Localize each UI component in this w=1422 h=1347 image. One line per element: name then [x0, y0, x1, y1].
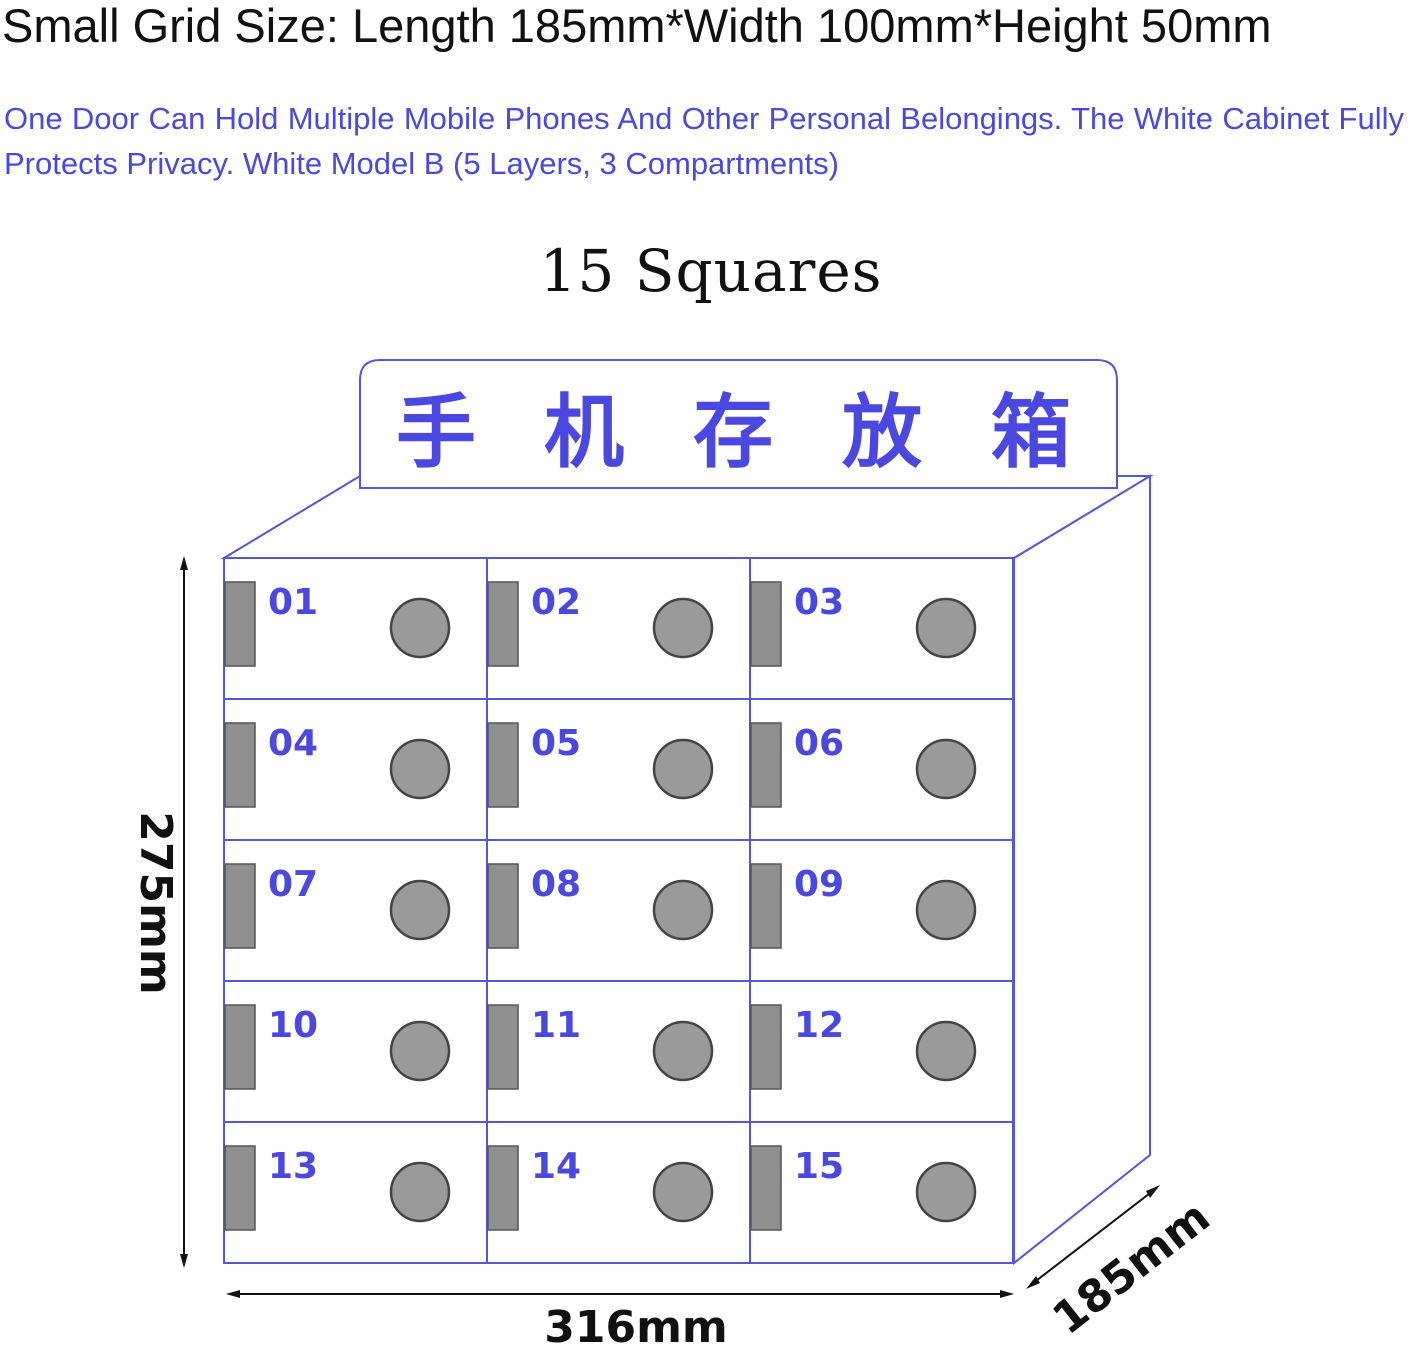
compartment-13: 13 [223, 1121, 488, 1264]
compartment-number: 07 [268, 864, 318, 905]
compartment-number: 02 [531, 582, 581, 623]
compartment-15: 15 [749, 1121, 1014, 1264]
sign-text: 手机存放箱 [396, 386, 1071, 479]
hinge [487, 581, 519, 667]
lock-icon [389, 738, 451, 800]
compartment-number: 10 [268, 1005, 318, 1046]
compartment-02: 02 [486, 557, 751, 700]
lock-icon [915, 879, 977, 941]
hinge [487, 1145, 519, 1231]
width-label: 316mm [544, 1302, 728, 1347]
hinge [224, 1145, 256, 1231]
lock-icon [652, 879, 714, 941]
compartment-03: 03 [749, 557, 1014, 700]
hinge [487, 863, 519, 949]
width-dimension: 316mm [226, 1290, 1014, 1347]
compartment-number: 04 [268, 723, 318, 764]
headline-size: Small Grid Size: Length 185mm*Width 100m… [2, 0, 1272, 52]
compartment-05: 05 [486, 698, 751, 841]
compartment-08: 08 [486, 839, 751, 982]
lock-icon [389, 879, 451, 941]
hinge [487, 1004, 519, 1090]
hinge [750, 581, 782, 667]
lock-icon [652, 597, 714, 659]
compartment-11: 11 [486, 980, 751, 1123]
compartment-number: 06 [794, 723, 844, 764]
lock-icon [652, 1020, 714, 1082]
lock-icon [915, 738, 977, 800]
compartment-10: 10 [223, 980, 488, 1123]
lock-icon [915, 1020, 977, 1082]
compartment-number: 01 [268, 582, 318, 623]
sign-character: 手 [396, 386, 476, 479]
sign-character: 箱 [991, 386, 1071, 479]
hinge [750, 1004, 782, 1090]
compartment-09: 09 [749, 839, 1014, 982]
lock-icon [389, 1020, 451, 1082]
compartment-number: 14 [531, 1146, 581, 1187]
compartment-07: 07 [223, 839, 488, 982]
sign-board [359, 359, 1118, 489]
compartment-number: 09 [794, 864, 844, 905]
compartment-number: 11 [531, 1005, 581, 1046]
lock-icon [652, 1161, 714, 1223]
hinge [224, 1004, 256, 1090]
squares-label: 15 Squares [539, 237, 883, 305]
compartment-number: 05 [531, 723, 581, 764]
hinge [750, 863, 782, 949]
compartment-01: 01 [223, 557, 488, 700]
hinge [224, 581, 256, 667]
compartment-number: 15 [794, 1146, 844, 1187]
hinge [224, 863, 256, 949]
hinge [224, 722, 256, 808]
product-description: One Door Can Hold Multiple Mobile Phones… [4, 101, 1404, 181]
compartment-14: 14 [486, 1121, 751, 1264]
hinge [750, 722, 782, 808]
lock-icon [389, 1161, 451, 1223]
compartment-number: 12 [794, 1005, 844, 1046]
hinge [487, 722, 519, 808]
compartment-number: 03 [794, 582, 844, 623]
compartment-door [749, 1121, 1014, 1264]
compartment-grid: 01 02 03 04 05 06 07 08 09 10 11 12 13 14 15 [223, 557, 1014, 1264]
hinge [750, 1145, 782, 1231]
compartment-04: 04 [223, 698, 488, 841]
compartment-number: 13 [268, 1146, 318, 1187]
sign-character: 机 [544, 386, 624, 479]
lock-icon [915, 597, 977, 659]
sign-character: 存 [693, 386, 773, 479]
compartment-number: 08 [531, 864, 581, 905]
cabinet-side-panel [1013, 474, 1151, 1266]
height-label: 275mm [130, 811, 181, 995]
lock-icon [915, 1161, 977, 1223]
lock-icon [652, 738, 714, 800]
compartment-12: 12 [749, 980, 1014, 1123]
height-dimension: 275mm [130, 556, 188, 1268]
lock-icon [389, 597, 451, 659]
compartment-06: 06 [749, 698, 1014, 841]
sign-character: 放 [842, 386, 922, 479]
